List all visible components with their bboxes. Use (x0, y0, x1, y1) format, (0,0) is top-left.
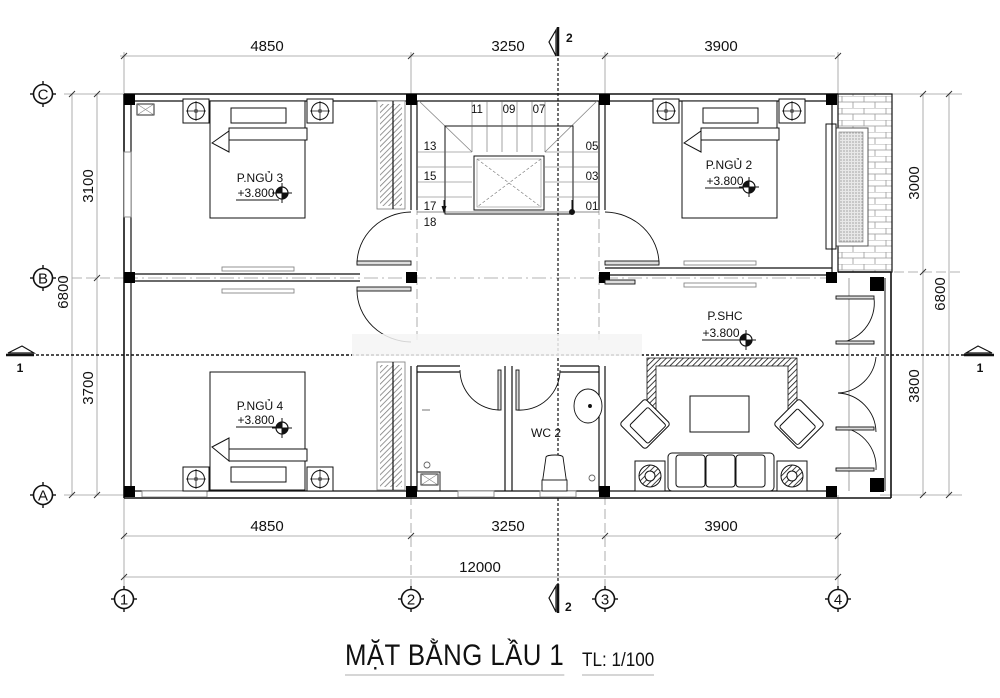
balcony-planter (825, 93, 893, 273)
stair-step-13: 13 (424, 141, 437, 153)
drawing-scale: TL: 1/100 (581, 650, 655, 676)
dim-bottom-total: 12000 (459, 559, 501, 576)
dim-top-3: 3900 (704, 38, 737, 55)
doors (356, 211, 877, 472)
axis-label-2: 2 (407, 592, 415, 609)
structural-columns (124, 94, 884, 497)
room-level: +3.800 (702, 326, 739, 340)
dim-top-1: 4850 (250, 38, 283, 55)
dimension-ticks (68, 52, 953, 581)
drawing-title-block: MẶT BẰNG LẦU 1 TL: 1/100 (345, 640, 662, 676)
stair-step-18: 18 (424, 217, 437, 229)
dimensions-right: 3000 3800 6800 (906, 166, 949, 402)
stair-step-03: 03 (586, 171, 599, 183)
axis-label-3: 3 (601, 592, 609, 609)
room-label-p-ngu-4: P.NGỦ 4 +3.800 (236, 398, 293, 439)
room-level: +3.800 (237, 413, 274, 427)
room-label-p-ngu-3: P.NGỦ 3 +3.800 (236, 170, 293, 204)
bathroom-fixtures (417, 388, 603, 492)
bed-p-ngu-2 (652, 98, 806, 219)
windows (123, 151, 757, 498)
axis-col-2: 2 (397, 585, 425, 613)
stair-step-05: 05 (586, 141, 599, 153)
stair-step-07: 07 (533, 104, 546, 116)
dim-left-total: 6800 (55, 275, 72, 308)
room-name: P.NGỦ 3 (237, 170, 284, 185)
room-name: P.NGỦ 2 (706, 157, 753, 172)
section-label-left: 1 (17, 361, 24, 375)
staircase (417, 100, 599, 215)
room-label-p-ngu-2: P.NGỦ 2 +3.800 (705, 157, 760, 198)
stair-step-17: 17 (424, 201, 437, 213)
stair-step-01: 01 (586, 201, 599, 213)
axis-label-c: C (38, 87, 49, 104)
dimensions-top: 4850 3250 3900 (250, 38, 737, 55)
axis-label-a: A (38, 488, 48, 505)
section-line-1: 1 1 (6, 345, 994, 375)
room-name: P.NGỦ 4 (237, 398, 284, 413)
room-label-p-shc: P.SHC +3.800 (702, 309, 757, 351)
wardrobes (136, 100, 406, 491)
axis-row-a: A (29, 481, 57, 509)
dimensions-bottom: 4850 3250 3900 12000 (250, 518, 737, 576)
axis-row-c: C (29, 80, 57, 108)
room-level: +3.800 (706, 174, 743, 188)
dim-left-1: 3100 (80, 169, 97, 202)
dim-top-2: 3250 (491, 38, 524, 55)
dimensions-left: 3100 3700 6800 (55, 169, 97, 404)
stair-step-15: 15 (424, 171, 437, 183)
stair-step-numbers: 11 09 07 13 15 17 18 05 03 01 (424, 104, 599, 229)
dim-right-1: 3000 (906, 166, 923, 199)
section-label-top: 2 (566, 31, 573, 45)
axis-label-4: 4 (834, 592, 842, 609)
dim-bottom-1: 4850 (250, 518, 283, 535)
stair-step-11: 11 (471, 104, 483, 116)
stair-step-09: 09 (503, 104, 516, 116)
section-label-right: 1 (977, 361, 984, 375)
bed-p-ngu-3 (182, 98, 334, 219)
living-room-furniture (619, 357, 825, 492)
dim-bottom-3: 3900 (704, 518, 737, 535)
dim-right-total: 6800 (932, 277, 949, 310)
axis-col-1: 1 (110, 585, 138, 613)
section-line-2: 2 2 (548, 27, 573, 614)
axis-col-4: 4 (824, 585, 852, 613)
grid-lines (58, 52, 962, 587)
axis-label-b: B (38, 271, 48, 288)
watermark-band (352, 334, 642, 356)
drawing-title: MẶT BẰNG LẦU 1 (345, 640, 565, 676)
section-label-bottom: 2 (565, 600, 572, 614)
axis-row-b: B (29, 264, 57, 292)
room-level: +3.800 (237, 186, 274, 200)
dim-bottom-2: 3250 (491, 518, 524, 535)
bed-p-ngu-4 (182, 371, 334, 492)
room-label-wc-2: WC 2 (531, 426, 561, 440)
room-name: WC 2 (531, 426, 561, 440)
axis-col-3: 3 (591, 585, 619, 613)
room-name: P.SHC (707, 309, 742, 323)
dim-left-2: 3700 (80, 371, 97, 404)
dim-right-2: 3800 (906, 369, 923, 402)
axis-label-1: 1 (120, 592, 128, 609)
